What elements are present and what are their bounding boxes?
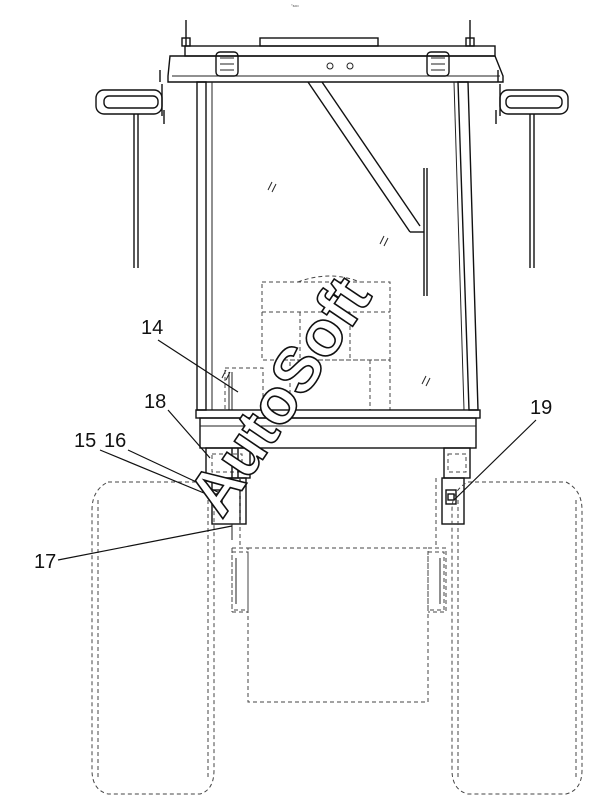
- leader-17: [57, 525, 233, 561]
- callout-18: 18: [144, 391, 166, 413]
- callout-17: 17: [34, 551, 56, 573]
- leader-18: [167, 409, 211, 459]
- right-mirror: [495, 84, 569, 268]
- callout-16: 16: [104, 430, 126, 452]
- right-mount-bracket: [441, 477, 465, 525]
- leader-16: [127, 449, 223, 495]
- leader-14: [157, 339, 239, 393]
- leader-15: [99, 449, 217, 499]
- left-rear-wheel: [91, 481, 215, 795]
- leader-19: [453, 419, 537, 501]
- cab-platform: [195, 409, 481, 479]
- rear-axle-housing: [231, 478, 447, 703]
- leader-lines: [57, 339, 537, 561]
- cab-roof: [159, 20, 504, 83]
- callout-19: 19: [530, 397, 552, 419]
- right-rear-wheel: [451, 481, 583, 795]
- left-mirror: [95, 84, 165, 268]
- tiny-marking: °s•••: [291, 3, 299, 8]
- callout-15: 15: [74, 430, 96, 452]
- callout-14: 14: [141, 317, 163, 339]
